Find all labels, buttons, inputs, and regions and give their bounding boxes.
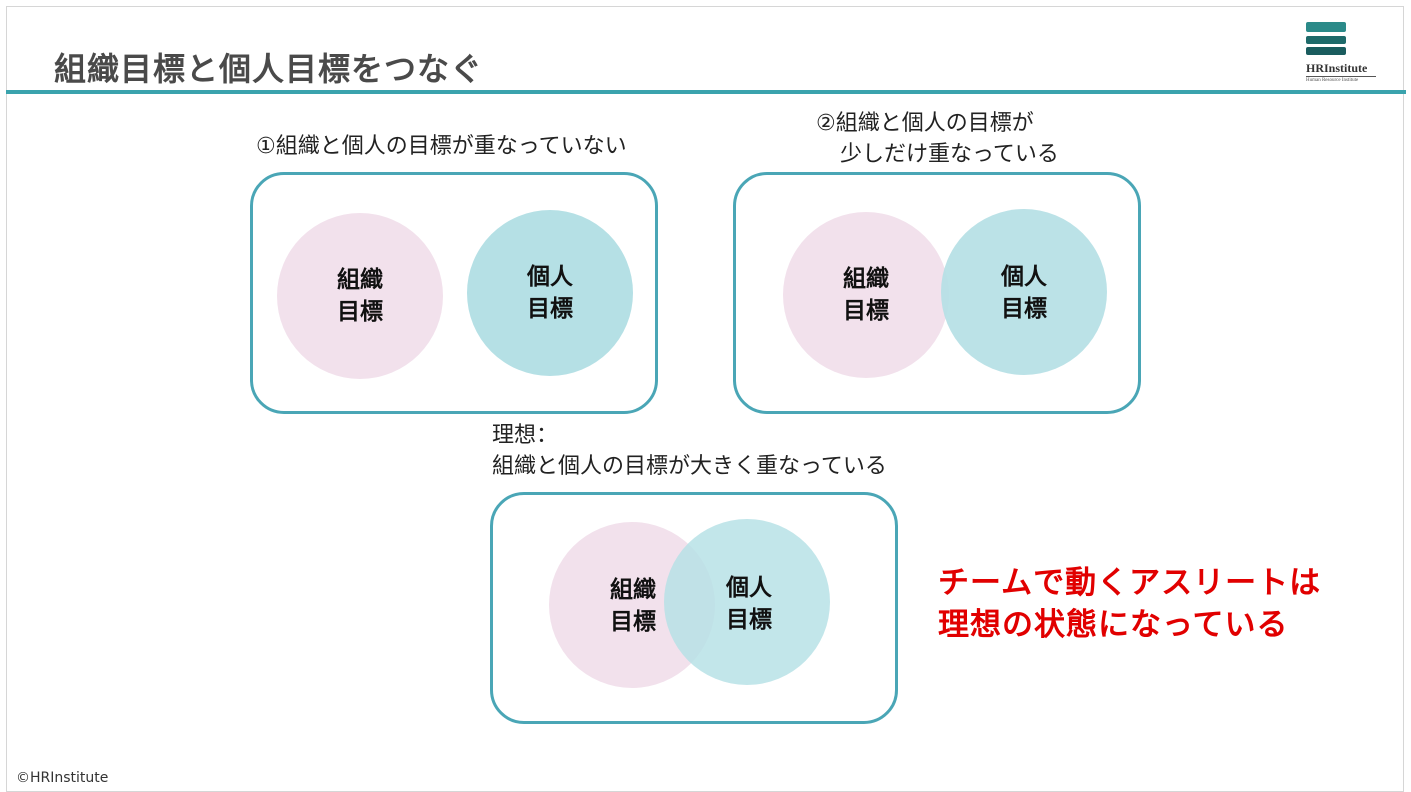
- personal-goal-circle: 個人目標: [467, 210, 633, 376]
- panel-1-caption: ①組織と個人の目標が重なっていない: [256, 134, 627, 159]
- panel-large-overlap: 組織目標 個人目標: [490, 492, 898, 724]
- personal-goal-label: 個人目標: [1001, 264, 1047, 322]
- panel-2-caption: ②組織と個人の目標が 少しだけ重なっている: [816, 111, 1059, 167]
- org-goal-label: 組織目標: [843, 266, 889, 324]
- logo-subtitle: Human Resource Institute: [1306, 78, 1359, 83]
- org-goal-circle: 組織目標: [277, 213, 443, 379]
- copyright: ©HRInstitute: [16, 770, 109, 786]
- logo-wave-icon: [1306, 22, 1346, 32]
- venn-large-overlap: [549, 519, 830, 688]
- logo-wordmark: HRInstitute: [1306, 61, 1368, 75]
- conclusion-text: チームで動くアスリートは 理想の状態になっている: [938, 565, 1322, 643]
- title-divider: [6, 90, 1406, 94]
- panel-no-overlap: 組織目標 個人目標: [250, 172, 658, 414]
- venn-slight-overlap: [783, 209, 1107, 378]
- page-title: 組織目標と個人目標をつなぐ: [54, 50, 484, 88]
- panel-slight-overlap: 組織目標 個人目標: [733, 172, 1141, 414]
- panel-3-caption: 理想： 組織と個人の目標が大きく重なっている: [492, 423, 887, 479]
- org-goal-label: 組織目標: [610, 577, 656, 635]
- hrinstitute-logo: HRInstitute Human Resource Institute: [1302, 22, 1380, 84]
- personal-goal-label: 個人目標: [726, 575, 772, 633]
